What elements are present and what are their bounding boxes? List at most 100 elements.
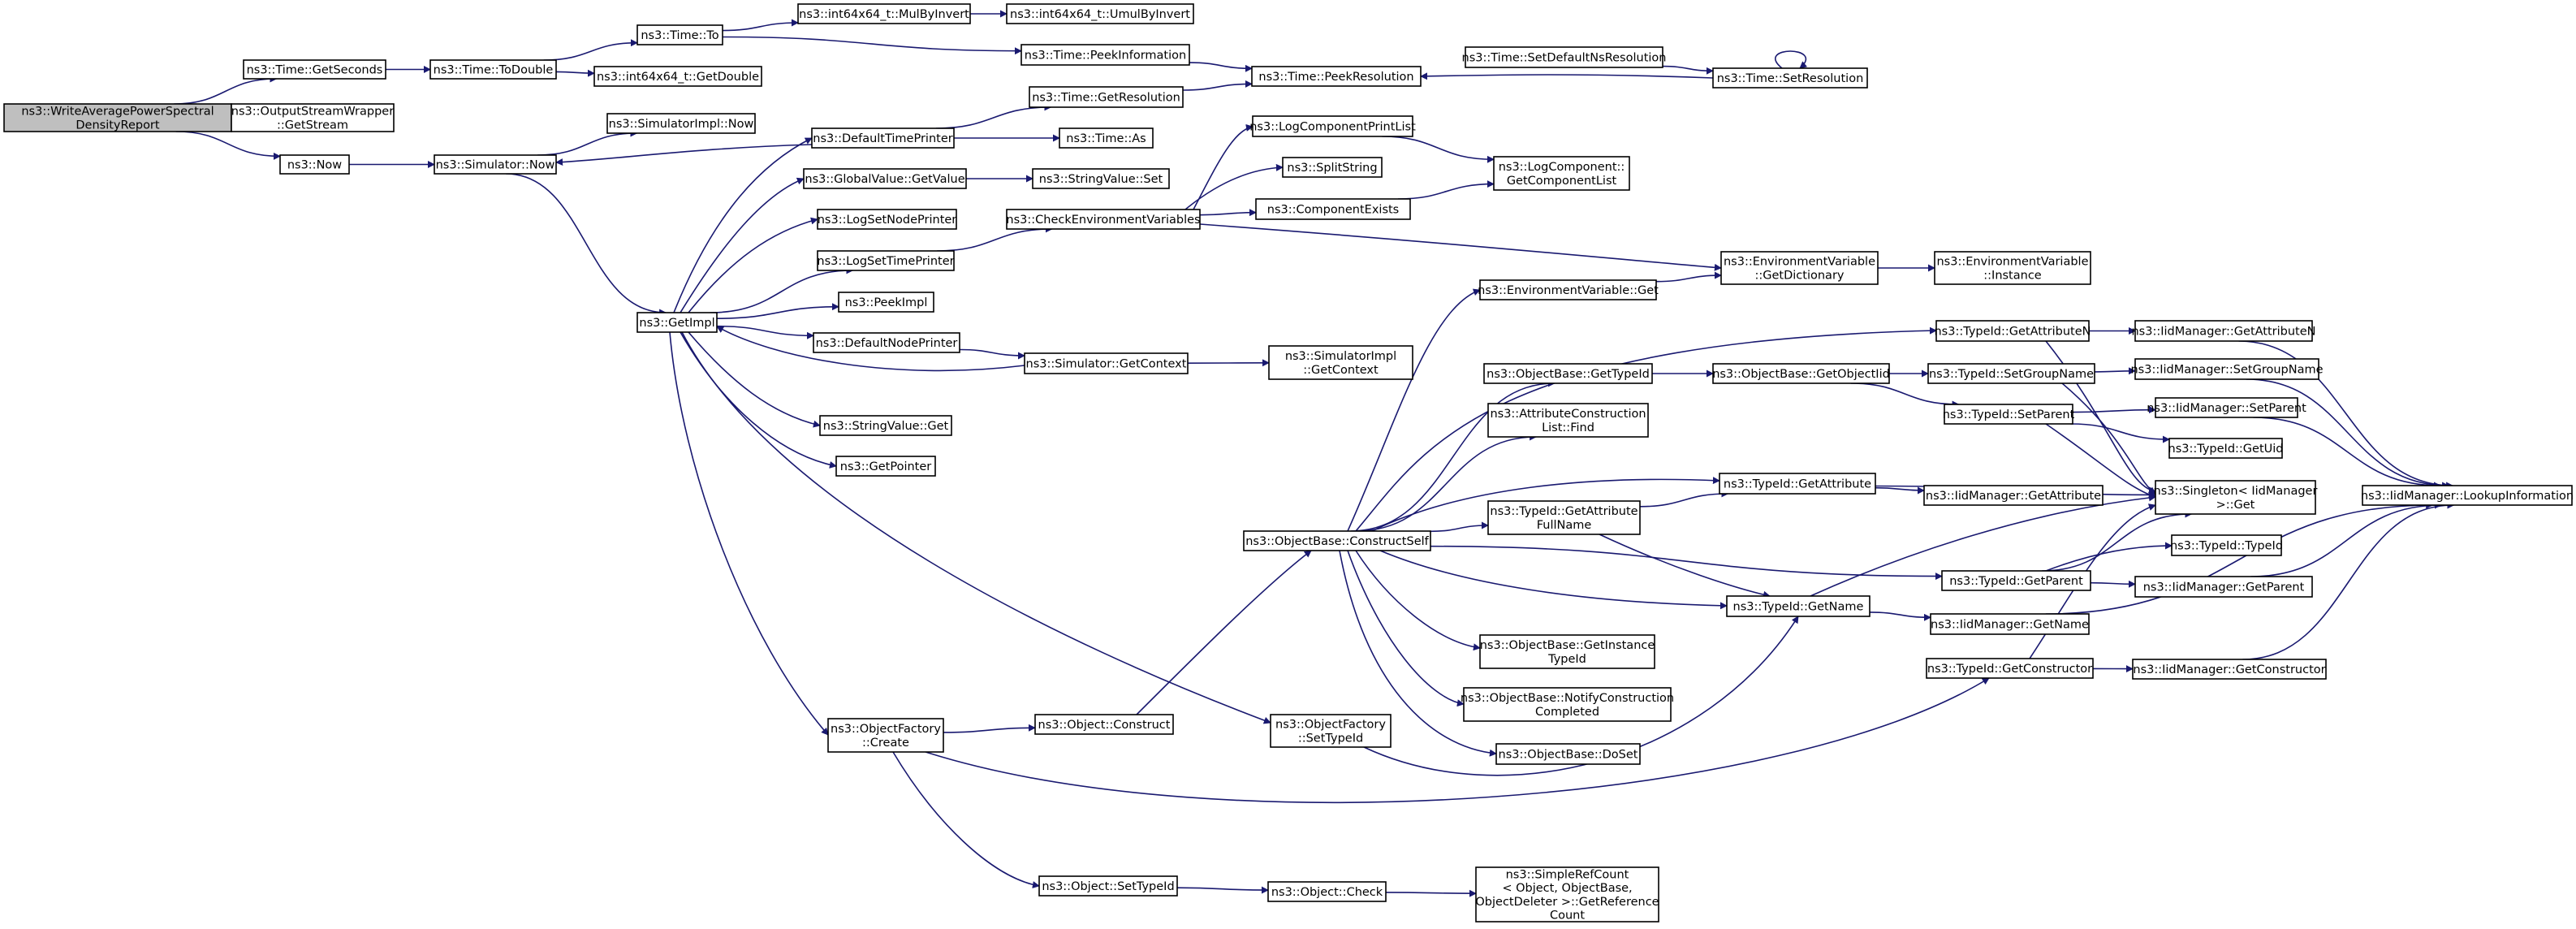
node-box[interactable] [1483,363,1653,384]
node-box[interactable] [3,103,232,132]
node-box[interactable] [636,24,723,45]
node-box[interactable] [1252,115,1413,137]
node-objConstruct[interactable]: ns3::Object::Construct [1034,714,1174,735]
node-box[interactable] [1720,251,1879,285]
node-iidGetParent[interactable]: ns3::IidManager::GetParent [2134,576,2313,598]
node-box[interactable] [1268,345,1413,380]
node-simpleRefCount[interactable]: ns3::SimpleRefCount< Object, ObjectBase,… [1475,866,1659,923]
node-constructSelf[interactable]: ns3::ObjectBase::ConstructSelf [1243,530,1431,551]
node-box[interactable] [1941,570,2091,591]
node-box[interactable] [1493,156,1630,191]
node-box[interactable] [429,59,557,80]
node-osw[interactable]: ns3::OutputStreamWrapper::GetStream [231,103,395,132]
node-objCheck[interactable]: ns3::Object::Check [1267,881,1387,902]
node-compExists[interactable]: ns3::ComponentExists [1255,198,1411,220]
node-envGet[interactable]: ns3::EnvironmentVariable::Get [1478,279,1659,300]
node-box[interactable] [1923,485,2104,506]
node-box[interactable] [1034,714,1174,735]
node-tidGetAttrN[interactable]: ns3::TypeId::GetAttributeN [1934,320,2091,342]
node-box[interactable] [803,168,967,189]
node-iidSetParent[interactable]: ns3::IidManager::SetParent [2147,397,2306,418]
node-box[interactable] [2171,534,2282,556]
node-ofCreate[interactable]: ns3::ObjectFactory::Create [827,718,944,753]
node-peekRes[interactable]: ns3::Time::PeekResolution [1251,66,1422,87]
node-iidGetCtor[interactable]: ns3::IidManager::GetConstructor [2132,659,2327,680]
node-box[interactable] [1726,595,1871,617]
node-checkEnv[interactable]: ns3::CheckEnvironmentVariables [1006,209,1201,230]
node-box[interactable] [827,718,944,753]
node-box[interactable] [1712,67,1868,89]
node-box[interactable] [636,312,718,333]
node-ofSetTypeId[interactable]: ns3::ObjectFactory::SetTypeId [1270,714,1392,748]
node-timeTo[interactable]: ns3::Time::To [636,24,723,45]
node-logSetTime[interactable]: ns3::LogSetTimePrinter [817,250,955,271]
node-box[interactable] [1020,44,1190,66]
node-box[interactable] [243,59,386,80]
node-tidSetParent[interactable]: ns3::TypeId::SetParent [1943,404,2075,425]
node-box[interactable] [2168,438,2283,459]
node-box[interactable] [813,332,960,353]
node-peekImpl[interactable]: ns3::PeekImpl [838,292,934,313]
node-objSetTypeId[interactable]: ns3::Object::SetTypeId [1038,875,1178,897]
node-box[interactable] [1479,634,1655,669]
node-iidGetAttr[interactable]: ns3::IidManager::GetAttribute [1923,485,2104,506]
node-box[interactable] [2134,320,2313,342]
node-obNotify[interactable]: ns3::ObjectBase::NotifyConstructionCompl… [1461,687,1674,722]
node-box[interactable] [819,415,952,436]
node-box[interactable] [1255,198,1411,220]
node-obGetTypeId[interactable]: ns3::ObjectBase::GetTypeId [1483,363,1653,384]
node-box[interactable] [2132,659,2327,680]
node-box[interactable] [838,292,934,313]
node-box[interactable] [2134,576,2313,598]
node-defTimePrinter[interactable]: ns3::DefaultTimePrinter [811,127,955,149]
node-box[interactable] [817,209,957,230]
node-box[interactable] [797,3,971,24]
node-singletonGet[interactable]: ns3::Singleton< IidManager>::Get [2154,480,2318,515]
node-umulByInvert[interactable]: ns3::int64x64_t::UmulByInvert [1006,3,1194,24]
node-box[interactable] [1930,613,2090,635]
node-tidGetName[interactable]: ns3::TypeId::GetName [1726,595,1871,617]
node-box[interactable] [2362,485,2573,506]
node-box[interactable] [2155,397,2298,418]
node-box[interactable] [1944,404,2073,425]
node-box[interactable] [1251,66,1422,87]
node-box[interactable] [2134,358,2319,380]
node-logCompPrint[interactable]: ns3::LogComponentPrintList [1249,115,1416,137]
node-box[interactable] [1243,530,1431,551]
node-simNow[interactable]: ns3::Simulator::Now [434,154,557,175]
node-box[interactable] [1487,500,1641,535]
node-simImplNow[interactable]: ns3::SimulatorImpl::Now [606,113,756,134]
node-box[interactable] [1934,251,2091,285]
node-timeAs[interactable]: ns3::Time::As [1059,127,1154,149]
node-defNodePrinter[interactable]: ns3::DefaultNodePrinter [813,332,960,353]
node-tidGetUid[interactable]: ns3::TypeId::GetUid [2168,438,2284,459]
node-box[interactable] [1024,352,1189,374]
node-box[interactable] [1479,279,1657,300]
node-box[interactable] [1029,86,1184,108]
node-tidSetGroupName[interactable]: ns3::TypeId::SetGroupName [1927,363,2095,384]
node-box[interactable] [1935,320,2090,342]
node-splitString[interactable]: ns3::SplitString [1282,157,1383,178]
node-box[interactable] [1487,403,1649,438]
node-obDoSet[interactable]: ns3::ObjectBase::DoSet [1495,743,1641,765]
node-box[interactable] [606,113,756,134]
node-box[interactable] [1927,363,2095,384]
node-toDouble[interactable]: ns3::Time::ToDouble [429,59,557,80]
node-box[interactable] [817,250,955,271]
node-getPointer[interactable]: ns3::GetPointer [835,456,936,477]
node-lookupInfo[interactable]: ns3::IidManager::LookupInformation [2361,485,2574,506]
node-box[interactable] [1038,875,1178,897]
node-box[interactable] [1475,866,1659,923]
node-box[interactable] [1267,881,1387,902]
node-box[interactable] [835,456,936,477]
node-iidSetGroupName[interactable]: ns3::IidManager::SetGroupName [2130,358,2324,380]
node-envInstance[interactable]: ns3::EnvironmentVariable::Instance [1934,251,2091,285]
node-now[interactable]: ns3::Now [279,154,350,175]
node-simImplGetContext[interactable]: ns3::SimulatorImpl::GetContext [1268,345,1413,380]
node-box[interactable] [1032,168,1170,189]
node-box[interactable] [1465,46,1663,68]
node-gvGetValue[interactable]: ns3::GlobalValue::GetValue [803,168,967,189]
node-box[interactable] [1463,687,1672,722]
